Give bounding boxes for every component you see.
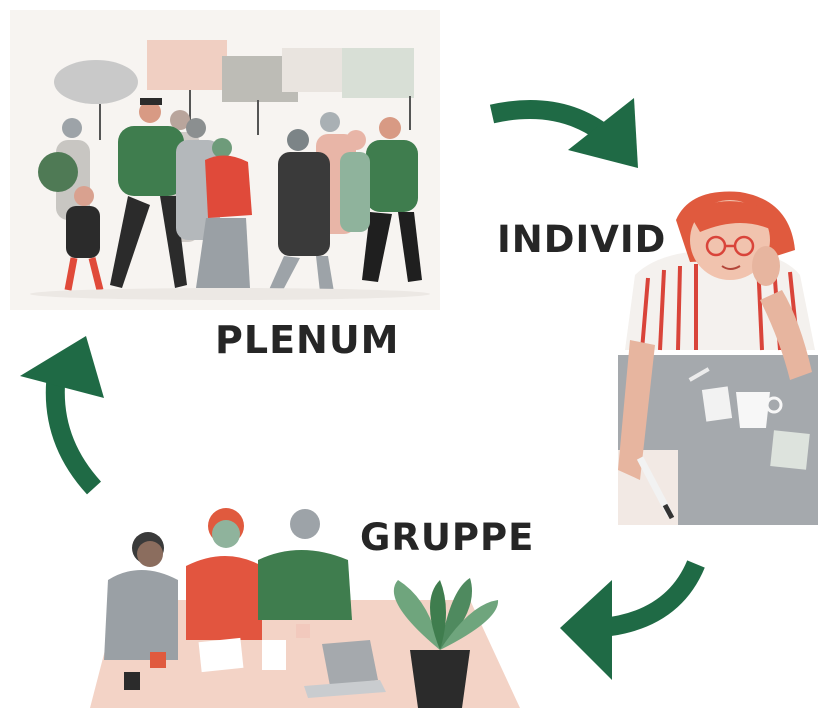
label-individ: INDIVID	[497, 218, 667, 261]
mug-icon	[736, 392, 770, 428]
arrow-individ-to-gruppe	[560, 560, 705, 680]
placard-light	[282, 48, 348, 92]
placard-green	[342, 48, 414, 98]
woman-at-desk-illustration	[618, 191, 818, 525]
arrow-plenum-to-individ	[489, 98, 638, 168]
label-plenum: PLENUM	[215, 318, 400, 362]
arrowhead	[560, 580, 612, 680]
placard-oval	[54, 60, 138, 104]
placard-pink	[147, 40, 227, 90]
group-table-illustration	[90, 508, 520, 708]
arrowhead	[568, 98, 638, 168]
arrowhead	[20, 336, 104, 398]
arrow-gruppe-to-plenum	[20, 336, 104, 495]
crowd-march-illustration	[10, 10, 440, 310]
plant-pot	[410, 650, 470, 708]
label-gruppe: GRUPPE	[360, 516, 535, 559]
laptop-icon	[322, 640, 378, 686]
